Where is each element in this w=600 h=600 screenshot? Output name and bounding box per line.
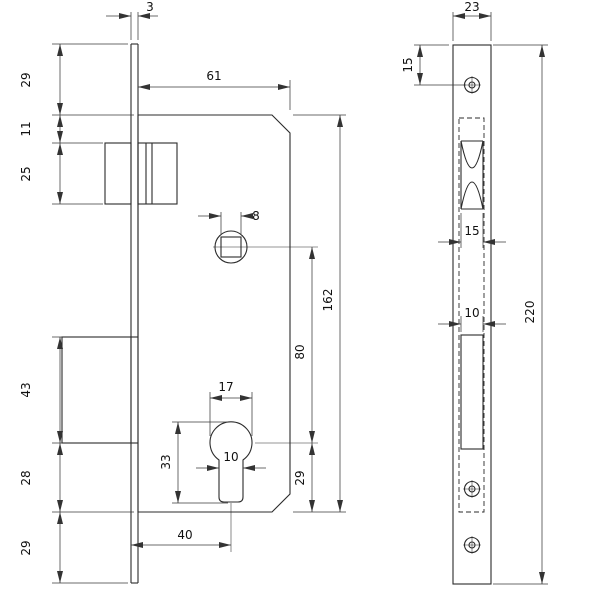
- dim-latch-height: 25: [19, 166, 33, 181]
- dim-follower-square: 8: [252, 209, 260, 223]
- hidden-case-outline: [458, 117, 485, 513]
- dim-top-to-screw: 15: [401, 57, 415, 72]
- dim-bolt-height: 43: [19, 382, 33, 397]
- dim-case-depth: 61: [206, 69, 221, 83]
- deadbolt-cutout: [460, 334, 484, 450]
- dim-latch-cut-width: 15: [464, 224, 479, 238]
- dim-backset: 40: [177, 528, 192, 542]
- left-view-dimensions: 3 29 11 25 43 28 29 61 8: [19, 0, 346, 584]
- right-view-dimensions: 23 15 15 10 220: [401, 0, 548, 585]
- dim-cylinder-height: 33: [159, 454, 173, 469]
- latch-bolt: [104, 142, 178, 205]
- deadbolt: [61, 336, 138, 444]
- dim-follower-to-cylinder: 80: [293, 344, 307, 359]
- dim-bolt-to-case-bottom: 28: [19, 470, 33, 485]
- left-view-lock-body: [61, 43, 318, 584]
- center-lines: [213, 246, 318, 552]
- latch-cutout: [460, 140, 484, 210]
- cylinder-hole: [209, 421, 253, 503]
- right-view-faceplate: [452, 44, 492, 585]
- dim-plate-thickness: 3: [146, 0, 154, 14]
- dim-case-to-plate-bottom: 29: [19, 540, 33, 555]
- screw-hole-bottom: [463, 536, 481, 554]
- dim-cylinder-width: 17: [218, 380, 233, 394]
- dim-plate-height: 220: [523, 301, 537, 324]
- lock-case-outline: [137, 114, 291, 513]
- faceplate-outline: [452, 44, 492, 585]
- dim-case-height: 162: [321, 289, 335, 312]
- screw-hole-middle: [463, 480, 481, 498]
- dim-cylinder-to-case-bottom: 29: [293, 470, 307, 485]
- dim-plate-width: 23: [464, 0, 479, 14]
- dim-case-to-latch: 11: [19, 121, 33, 136]
- dim-top-to-case: 29: [19, 72, 33, 87]
- faceplate-strip: [130, 43, 139, 584]
- dim-bolt-cut-width: 10: [464, 306, 479, 320]
- dim-stem-width: 10: [223, 450, 238, 464]
